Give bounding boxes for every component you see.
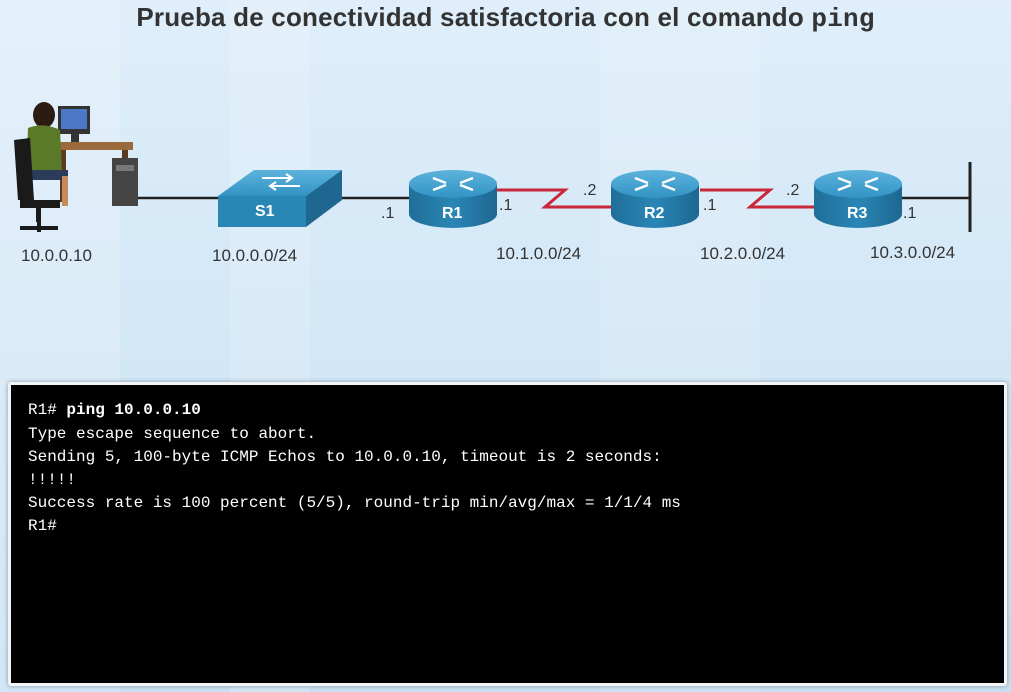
terminal-window: R1# ping 10.0.0.10 Type escape sequence …: [8, 382, 1007, 686]
r1-left-ip: .1: [381, 205, 395, 222]
title-command: ping: [811, 4, 875, 34]
network-label: 10.2.0.0/24: [700, 244, 786, 263]
pc-workstation-icon: [14, 102, 138, 232]
terminal-output-line: Type escape sequence to abort.: [28, 425, 317, 443]
serial-link-r2-r3: [700, 188, 818, 209]
r1-right-ip: .1: [499, 197, 513, 214]
network-topology: [14, 102, 972, 232]
page-title: Prueba de conectividad satisfactoria con…: [0, 2, 1011, 34]
r2-right-ip: .1: [703, 197, 717, 214]
switch-s1-icon: [218, 170, 342, 227]
title-text: Prueba de conectividad satisfactoria con…: [136, 2, 804, 32]
terminal-output-line: !!!!!: [28, 471, 77, 489]
r3-left-ip: .2: [786, 182, 800, 199]
router-r3-icon: [814, 170, 902, 228]
switch-s1-label: S1: [255, 203, 275, 220]
terminal-prompt: R1#: [28, 401, 57, 419]
network-label: 10.0.0.0/24: [212, 246, 298, 265]
network-label: 10.3.0.0/24: [870, 243, 956, 262]
pc-ip-label: 10.0.0.10: [21, 246, 92, 265]
router-r2-label: R2: [644, 205, 665, 222]
r3-right-ip: .1: [903, 205, 917, 222]
router-r2-icon: [611, 170, 699, 228]
router-r3-label: R3: [847, 205, 868, 222]
terminal-output-line: Sending 5, 100-byte ICMP Echos to 10.0.0…: [28, 448, 662, 466]
terminal-output-line: Success rate is 100 percent (5/5), round…: [28, 494, 681, 512]
terminal-output-line: R1#: [28, 517, 57, 535]
r2-left-ip: .2: [583, 182, 597, 199]
network-label: 10.1.0.0/24: [496, 244, 582, 263]
router-r1-label: R1: [442, 205, 463, 222]
terminal-command-line: R1# ping 10.0.0.10: [28, 401, 201, 419]
serial-link-r1-r2: [497, 188, 615, 209]
terminal-command: ping 10.0.0.10: [66, 401, 201, 419]
router-r1-icon: [409, 170, 497, 228]
